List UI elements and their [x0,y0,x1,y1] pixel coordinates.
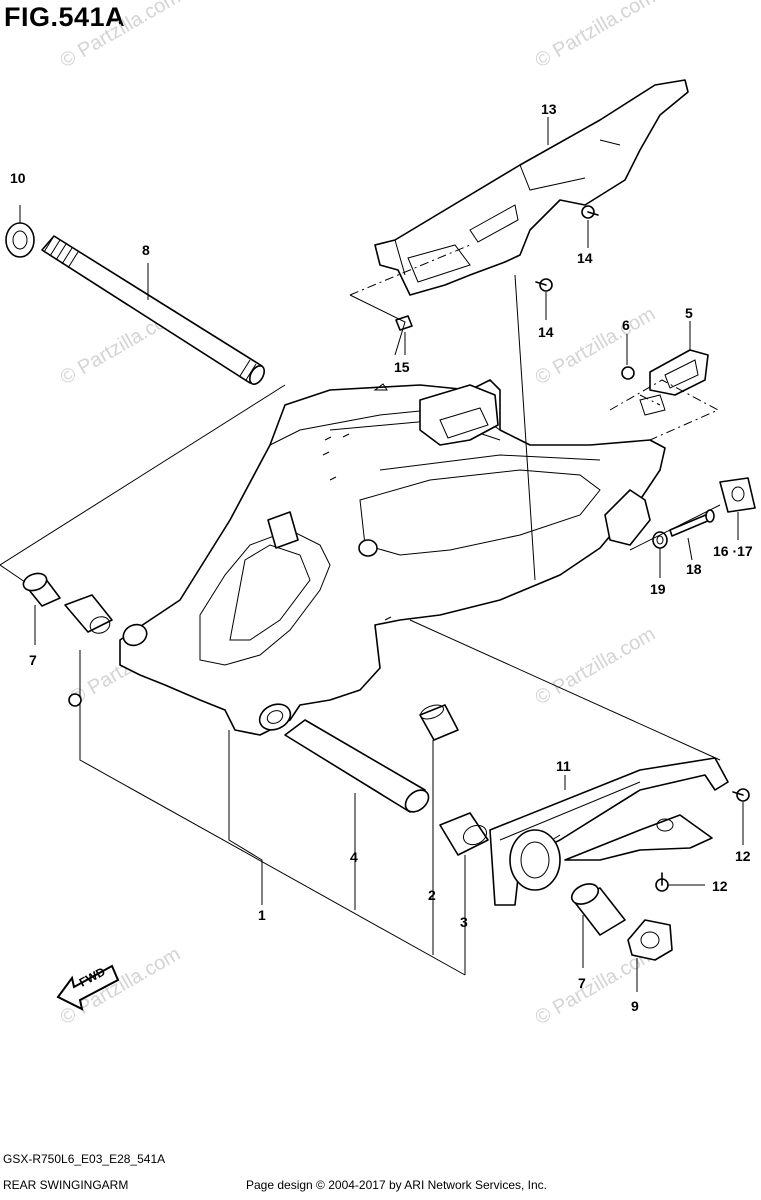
part-2-needle-bearing [419,704,459,741]
callout-4: 4 [350,849,358,865]
part-3-bearing [439,812,489,856]
part-14-bolt [581,205,599,219]
part-18-adjuster-bolt [669,509,715,537]
callout-11: 11 [556,758,571,774]
part-6-bolt [621,366,635,380]
part-15-clip [395,315,413,331]
part-4-pivot-sleeve [284,719,430,813]
callout-12-upper: 12 [735,848,751,864]
callout-3: 3 [460,914,468,930]
callout-6: 6 [622,317,630,333]
part-12-bolt [732,788,750,802]
part-19-washer [652,531,668,549]
callout-12-lower: 12 [712,878,728,894]
figure-title: FIG.541A [4,2,126,32]
watermark-text: © Partzilla.com [532,0,660,72]
watermark-text: © Partzilla.com [57,0,185,72]
callout-13: 13 [541,101,557,117]
callout-2: 2 [428,887,436,903]
callout-18: 18 [686,561,702,577]
callout-19: 19 [650,581,666,597]
watermark-text: © Partzilla.com [532,623,660,709]
part-7-collar [570,883,626,936]
part-1-swingarm [119,379,666,736]
part-11-chain-buffer [489,757,729,906]
callout-14-lower: 14 [538,324,554,340]
callout-15: 15 [394,359,410,375]
callout-8: 8 [142,242,150,258]
part-7-collar [22,572,61,607]
part-14-bolt [535,278,553,292]
part-10-nut [5,205,35,258]
part-13-chain-cover [374,79,689,296]
part-12-bolt [655,872,669,892]
callout-7-left: 7 [29,652,37,668]
part-9-nut [627,919,673,961]
part-bearing-left [64,594,113,634]
callout-5: 5 [685,305,693,321]
part-5-chain-guide [639,349,709,416]
model-code: GSX-R750L6_E03_E28_541A [3,1152,166,1166]
copyright-notice: Page design © 2004-2017 by ARI Network S… [246,1178,548,1192]
diagram-part-name: REAR SWINGINGARM [3,1178,129,1192]
callout-labels: 1 2 3 4 5 6 7 7 8 9 10 11 12 12 13 14 14… [10,101,753,1014]
callout-9: 9 [631,998,639,1014]
callout-7-right: 7 [578,975,586,991]
watermark-text: © Partzilla.com [532,303,660,389]
part-16-17-adjuster [719,477,756,513]
callout-14-upper: 14 [577,250,593,266]
callout-1: 1 [258,907,266,923]
connection-lines [0,220,744,992]
callout-16-17: 16 ·17 [713,543,753,559]
part-8-axle-shaft [41,235,266,385]
callout-10: 10 [10,170,26,186]
